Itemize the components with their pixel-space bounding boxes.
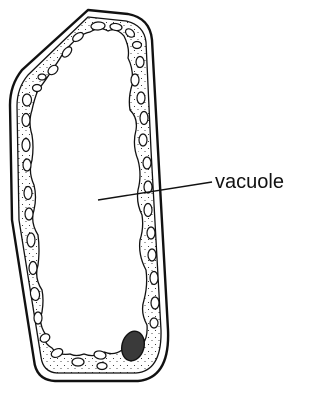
chloroplast — [147, 227, 155, 239]
chloroplast — [133, 42, 142, 49]
chloroplast — [139, 134, 147, 146]
vacuole — [30, 29, 147, 356]
chloroplast — [22, 114, 30, 127]
chloroplast — [38, 74, 46, 80]
chloroplast — [150, 272, 158, 285]
chloroplast — [140, 112, 148, 125]
chloroplast — [24, 187, 32, 200]
chloroplast — [151, 297, 159, 309]
chloroplast — [23, 159, 31, 171]
chloroplast — [33, 85, 42, 92]
chloroplast — [97, 363, 107, 370]
chloroplast — [29, 262, 37, 275]
chloroplast — [144, 204, 152, 217]
chloroplast — [131, 74, 139, 86]
chloroplast — [27, 233, 35, 247]
chloroplast — [148, 249, 156, 261]
chloroplast — [22, 139, 30, 152]
chloroplast — [143, 157, 151, 169]
chloroplast — [150, 318, 158, 328]
chloroplast — [25, 208, 33, 220]
chloroplast — [34, 312, 42, 324]
chloroplast — [23, 94, 32, 106]
chloroplast — [137, 92, 145, 104]
vacuole-label: vacuole — [215, 170, 284, 194]
chloroplast — [136, 57, 144, 68]
chloroplast — [72, 358, 84, 366]
